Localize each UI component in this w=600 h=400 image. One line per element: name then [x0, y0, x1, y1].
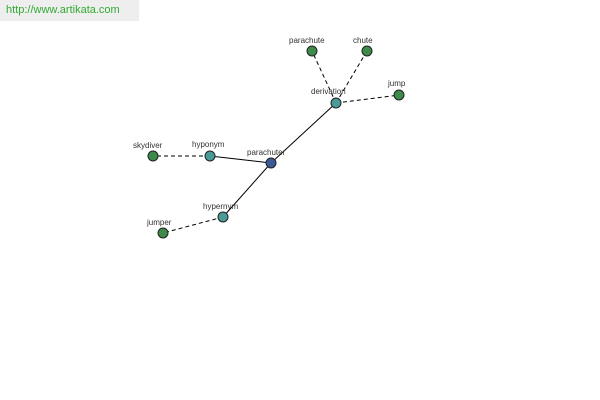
node-label-jump: jump — [387, 79, 406, 88]
labels-layer: parachuter derivation hyponym hypernym parac… — [133, 36, 406, 227]
edge-hypernym-jumper — [162, 216, 224, 234]
node-label-parachute: parachute — [289, 36, 325, 45]
edge-center-hypernym — [222, 162, 272, 218]
edge-derivation-jump — [335, 94, 400, 104]
edge-derivation-parachute — [311, 50, 337, 104]
node-label-derivation: derivation — [311, 87, 346, 96]
node-label-skydiver: skydiver — [133, 141, 163, 150]
nodes-layer — [147, 45, 405, 239]
edge-derivation-chute — [335, 50, 368, 104]
node-label-hypernym: hypernym — [203, 202, 238, 211]
source-url-link[interactable]: http://www.artikata.com — [0, 0, 139, 21]
node-hypernym[interactable] — [217, 211, 229, 223]
node-chute[interactable] — [361, 45, 373, 57]
node-skydiver[interactable] — [147, 150, 159, 162]
node-label-hyponym: hyponym — [192, 140, 225, 149]
node-derivation[interactable] — [330, 97, 342, 109]
node-parachute[interactable] — [306, 45, 318, 57]
node-label-center: parachuter — [247, 148, 286, 157]
edge-center-hyponym — [209, 155, 272, 164]
edge-center-derivation — [270, 102, 337, 164]
node-label-chute: chute — [353, 36, 373, 45]
node-jumper[interactable] — [157, 227, 169, 239]
node-center[interactable] — [265, 157, 277, 169]
edges-layer — [153, 50, 400, 234]
node-jump[interactable] — [393, 89, 405, 101]
node-hyponym[interactable] — [204, 150, 216, 162]
node-label-jumper: jumper — [146, 218, 172, 227]
